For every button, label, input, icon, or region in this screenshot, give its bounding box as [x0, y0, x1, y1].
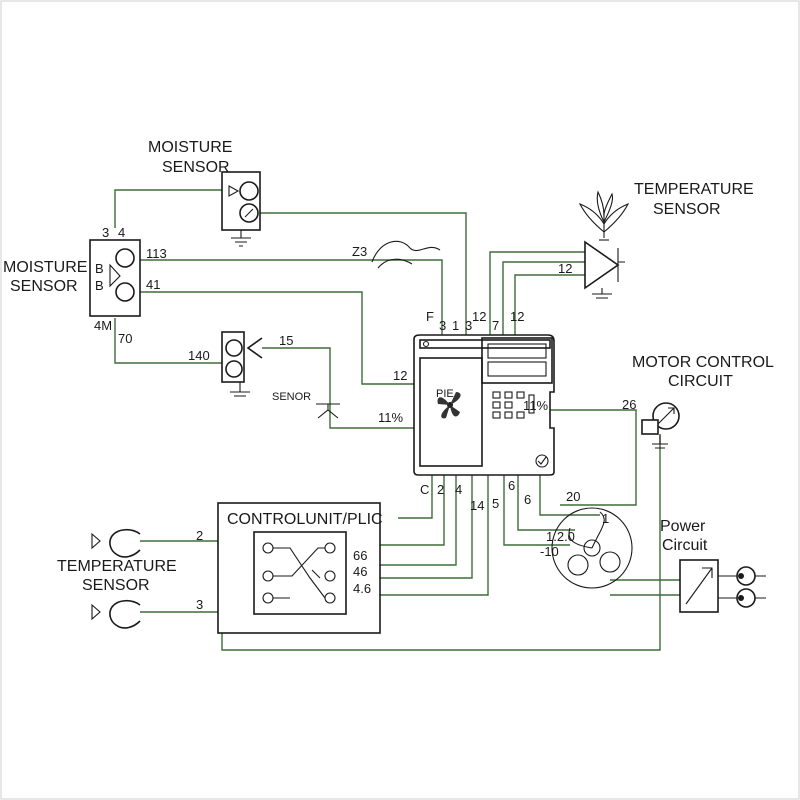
pin-plc-4.6: 4.6 [353, 581, 371, 596]
motor-control-label-1: MOTOR CONTROL [632, 354, 774, 371]
pie-label: PIE [436, 388, 454, 400]
z3-coil: Z3 [352, 240, 441, 269]
pin-ms-b1: B [95, 261, 104, 276]
temperature-sensor-top: 12 TEMPERATURE SENSOR [558, 181, 754, 299]
check-icon [535, 454, 549, 468]
pin-ts-2: 2 [196, 528, 203, 543]
pin-top-1: 1 [452, 318, 459, 333]
pin-right-26: 26 [622, 397, 636, 412]
moisture-sensor-left-label-1: MOISTURE [3, 259, 87, 276]
motor-minus-10: -10 [540, 544, 559, 559]
pin-z3: Z3 [352, 244, 367, 259]
power-circuit-label-1: Power [660, 518, 706, 535]
motor-1.2.0: 1.2.0 [546, 529, 575, 544]
pin-temp-12: 12 [558, 261, 572, 276]
pin-bot-5: 5 [492, 496, 499, 511]
pin-ms-113: 113 [146, 246, 167, 261]
pin-ms-70: 70 [118, 331, 132, 346]
pin-top-7: 7 [492, 318, 499, 333]
moisture-sensor-top: MOISTURE SENSOR [148, 139, 261, 247]
pin-ts-3: 3 [196, 597, 203, 612]
pin-bot-c: C [420, 482, 429, 497]
power-circuit: Power Circuit [660, 518, 766, 613]
pin-11pct-left: 11% [378, 410, 403, 425]
plant-icon [578, 190, 630, 241]
moisture-sensor-top-label-1: MOISTURE [148, 139, 232, 156]
pin-bot-2: 2 [437, 482, 444, 497]
pin-plc-46: 46 [353, 564, 367, 579]
senor-label: SENOR [272, 391, 311, 403]
temperature-sensor-left-label-1: TEMPERATURE [57, 558, 177, 575]
pin-top-12: 12 [472, 309, 486, 324]
moisture-sensor-left: MOISTURE SENSOR B B 3 4 113 41 4M 70 [3, 225, 167, 346]
pin-bot-6a: 6 [508, 478, 515, 493]
pin-ms-b2: B [95, 278, 104, 293]
fan-icon [437, 392, 461, 419]
pin-ms-4: 4 [118, 225, 125, 240]
pin-right-11pct: 11% [523, 398, 548, 413]
pin-ctrl-12: 12 [393, 368, 407, 383]
pin-top-3a: 3 [439, 318, 446, 333]
pin-15: 15 [279, 333, 293, 348]
motor-fan: 1.2.0 -10 1 [540, 507, 633, 589]
pin-bot-6b: 6 [524, 492, 531, 507]
keypad [492, 391, 535, 419]
temperature-sensor-top-label-2: SENSOR [653, 201, 721, 218]
pin-bot-4: 4 [455, 482, 462, 497]
pin-ms-41: 41 [146, 277, 160, 292]
motor-1: 1 [602, 511, 609, 526]
temperature-sensor-left-label-2: SENSOR [82, 577, 150, 594]
pin-top-12b: 12 [510, 309, 524, 324]
power-circuit-label-2: Circuit [662, 537, 708, 554]
pin-plc-66: 66 [353, 548, 367, 563]
pin-ms-3: 3 [102, 225, 109, 240]
senor-symbol: SENOR 11% [272, 391, 403, 425]
controller: PIE F 3 1 3 12 7 12 12 11% C 2 4 14 5 6 … [393, 309, 580, 513]
temperature-sensor-left: 2 3 TEMPERATURE SENSOR [57, 528, 203, 629]
temperature-sensor-top-label-1: TEMPERATURE [634, 181, 754, 198]
pin-bot-20: 20 [566, 489, 580, 504]
pin-top-f: F [426, 309, 434, 324]
pin-bot-14: 14 [470, 498, 484, 513]
moisture-sensor-top-label-2: SENSOR [162, 159, 230, 176]
motor-control-circuit: MOTOR CONTROL CIRCUIT 26 [622, 354, 774, 449]
small-sensor: 140 15 [188, 331, 293, 397]
control-unit-plc: CONTROLUNIT/PLIC 66 46 4.6 [217, 502, 383, 634]
pin-140: 140 [188, 348, 210, 363]
motor-control-label-2: CIRCUIT [668, 373, 733, 390]
control-unit-label: CONTROLUNIT/PLIC [227, 511, 383, 528]
pin-top-3b: 3 [465, 318, 472, 333]
moisture-sensor-left-label-2: SENSOR [10, 278, 78, 295]
pin-ms-4m: 4M [94, 318, 112, 333]
